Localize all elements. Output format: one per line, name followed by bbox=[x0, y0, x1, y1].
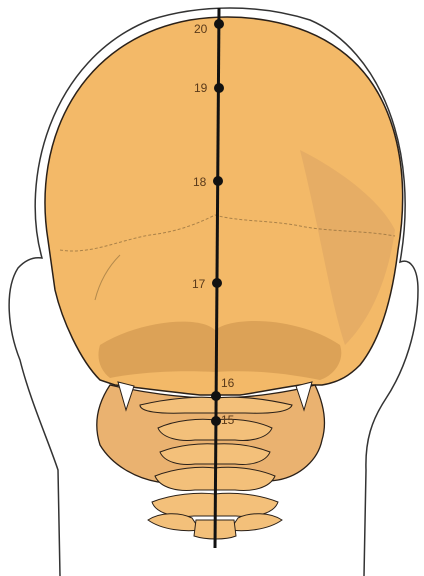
point-label-18: 18 bbox=[193, 175, 207, 189]
point-label-15: 15 bbox=[221, 413, 235, 427]
cranium-shadow bbox=[98, 321, 341, 380]
point-label-17: 17 bbox=[192, 277, 206, 291]
point-label-19: 19 bbox=[194, 81, 208, 95]
point-label-20: 20 bbox=[194, 22, 208, 36]
point-label-16: 16 bbox=[221, 376, 235, 390]
